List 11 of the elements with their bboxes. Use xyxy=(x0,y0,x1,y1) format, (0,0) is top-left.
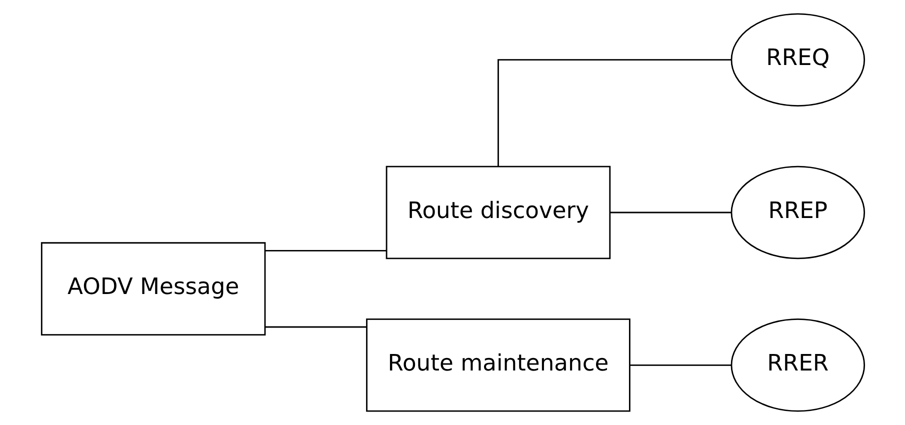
node-box: AODV Message xyxy=(40,242,266,336)
connector xyxy=(610,212,731,214)
node-box: Route discovery xyxy=(385,166,610,260)
node-box: Route maintenance xyxy=(366,318,630,412)
connector xyxy=(630,364,731,366)
node-ellipse: RREQ xyxy=(730,13,865,106)
node-ellipse: RREP xyxy=(730,166,865,260)
connector xyxy=(497,59,731,166)
connector xyxy=(264,326,366,328)
node-ellipse: RRER xyxy=(730,318,865,412)
connector xyxy=(264,250,386,252)
